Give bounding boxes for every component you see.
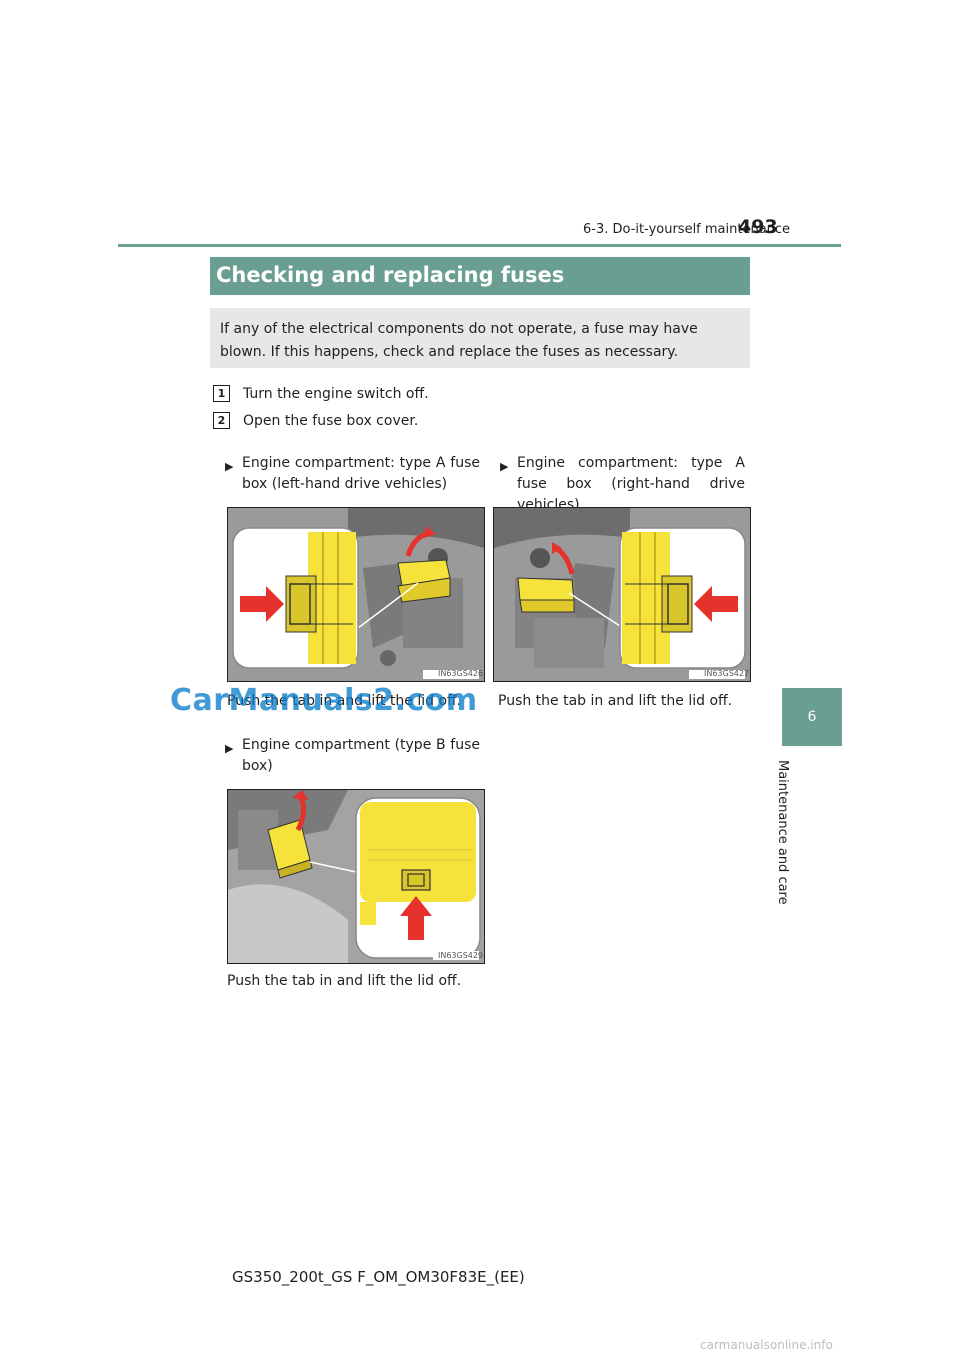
figure-heading-1-text: Engine compartment: type A fuse box (lef… [242,455,480,492]
title-bar [210,257,750,295]
figure-heading-2-text: Engine compartment: type A fuse box (rig… [517,455,745,513]
section-label: 6-3. Do-it-yourself maintenance [583,222,791,237]
figure-image-2: IN63GS427 [493,507,751,682]
step-number-2: 2 [213,412,230,429]
figure-heading-3: ▶ Engine compartment (type B fuse box) [225,735,480,777]
intro-text: If any of the electrical components do n… [220,321,698,360]
step-text-1: Turn the engine switch off. [243,386,429,402]
figure-caption-1: Push the tab in and lift the lid off. [227,693,462,709]
figure-code-1: IN63GS426 [438,669,484,678]
chapter-title: Maintenance and care [770,760,810,905]
chapter-tab[interactable]: 6 [782,688,842,746]
chapter-title-label: Maintenance and care [775,760,790,905]
header-rule [118,244,841,247]
step-number-1: 1 [213,385,230,402]
footer-doc-id: GS350_200t_GS F_OM_OM30F83E_(EE) [232,1268,525,1286]
figure-image-1: IN63GS426 [227,507,485,682]
figure-heading-1: ▶ Engine compartment: type A fuse box (l… [225,453,480,495]
page-title: Checking and replacing fuses [216,263,565,287]
figure-caption-3: Push the tab in and lift the lid off. [227,973,462,989]
watermark-bottom: carmanualsonline.info [700,1338,833,1352]
watermark-logo: CarManuals2.com [170,683,478,718]
figure-code-3: IN63GS429 [438,951,484,960]
intro-box [210,308,750,368]
page-number: 493 [738,216,778,238]
engine-bay-left-illustration [228,508,484,681]
figure-code-2: IN63GS427 [704,669,750,678]
bullet-triangle-icon: ▶ [225,742,234,755]
engine-bay-type-b-illustration [228,790,484,963]
bullet-triangle-icon: ▶ [225,460,234,473]
figure-heading-3-text: Engine compartment (type B fuse box) [242,737,480,774]
step-text-2: Open the fuse box cover. [243,413,419,429]
figure-caption-2: Push the tab in and lift the lid off. [498,693,733,709]
engine-bay-right-illustration [494,508,750,681]
figure-image-3: IN63GS429 [227,789,485,964]
bullet-triangle-icon: ▶ [500,460,509,473]
